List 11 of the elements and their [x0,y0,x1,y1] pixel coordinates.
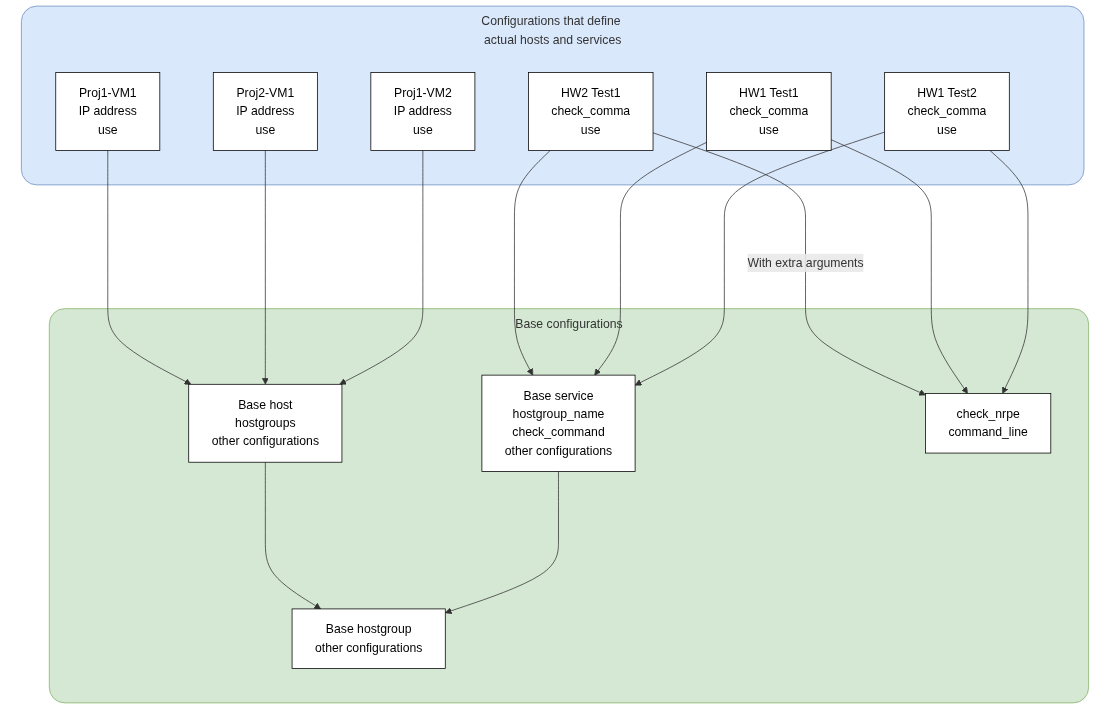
node-box: Proj1-VM2 IP address use [370,72,476,151]
node-box: check_nrpe command_line [925,393,1052,454]
edge-label: With extra arguments [747,255,864,269]
node-box: Proj1-VM1 IP address use [55,72,161,151]
node-box: Base service hostgroup_name check_command other configurations [481,374,636,472]
node-box: Base host hostgroups other configurations [188,383,343,463]
node-box: HW1 Test1 check_comma use [706,72,832,151]
node-box: Base hostgroup other configurations [291,608,446,669]
node-box: Proj2-VM1 IP address use [212,72,318,151]
node-box: HW2 Test1 check_comma use [528,72,654,151]
node-box: HW1 Test2 check_comma use [884,72,1010,151]
